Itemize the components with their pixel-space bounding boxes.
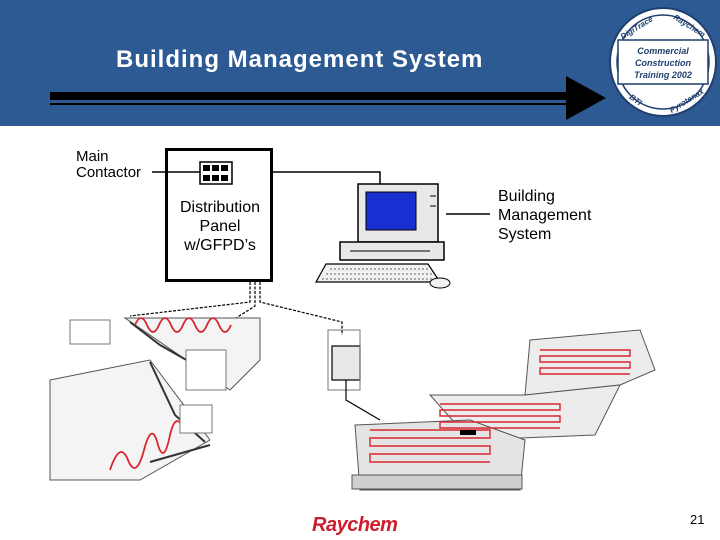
distribution-line3: w/GFPD’s (184, 237, 256, 254)
bms-label: Building Management System (498, 187, 591, 244)
contactor-icon (199, 161, 233, 185)
main-contactor-line1: Main (76, 148, 109, 165)
system-diagram-illustration (49, 161, 656, 491)
distribution-line1: Distribution (179, 199, 261, 216)
roof-section-top (69, 317, 261, 391)
distribution-panel-box (165, 148, 273, 282)
panel-output-wires (129, 282, 343, 335)
title-arrow-head (566, 76, 606, 120)
raychem-logo: Raychem (312, 514, 398, 536)
control-box-icon (327, 329, 381, 421)
training-seal-logo: Commercial Construction Training 2002 Di… (609, 7, 717, 117)
slide-title: Building Management System (116, 46, 484, 73)
slab-heating-area (351, 329, 656, 491)
panel-to-computer-wire (273, 171, 381, 186)
seal-center-line1: Commercial (637, 46, 689, 56)
computer-icon (314, 183, 451, 289)
bms-line3: System (498, 226, 552, 243)
bms-line2: Management (498, 207, 592, 224)
title-arrow-underline (50, 103, 590, 105)
seal-center-line2: Construction (635, 58, 691, 68)
title-arrow-shaft (50, 92, 570, 100)
distribution-line2: Panel (199, 218, 241, 235)
roof-section-bottom (49, 359, 213, 481)
main-contactor-line2: Contactor (76, 164, 142, 181)
page-number: 21 (690, 512, 705, 527)
seal-center-line3: Training 2002 (634, 70, 692, 80)
bms-line1: Building (498, 188, 555, 205)
main-contactor-label: Main Contactor (76, 149, 141, 181)
distribution-panel-label: Distribution Panel w/GFPD’s (168, 198, 272, 255)
